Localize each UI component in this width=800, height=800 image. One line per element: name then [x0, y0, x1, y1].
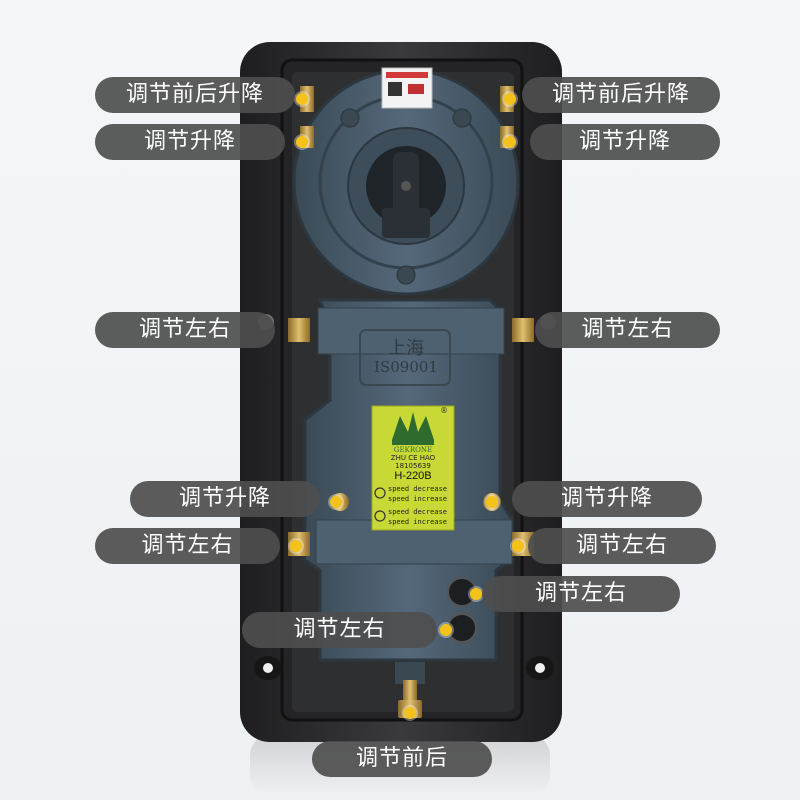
sticker-speed-decrease-1: speed decrease [388, 485, 448, 493]
sticker-speed-decrease-2: speed decrease [388, 508, 448, 516]
label-adjust-left-right-left: 调节左右 [95, 312, 275, 348]
indicator-dot [440, 624, 452, 636]
indicator-dot [486, 496, 498, 508]
sticker-reg-number: 18105639 [395, 462, 431, 470]
sticker-speed-increase-1: speed increase [388, 495, 448, 503]
label-adjust-left-right-lower-right: 调节左右 [528, 528, 716, 564]
label-adjust-lift-right: 调节升降 [530, 124, 720, 160]
sticker-model: H-220B [394, 470, 432, 482]
sticker-speed-increase-2: speed increase [388, 518, 448, 526]
label-adjust-front-back-lift-left: 调节前后升降 [95, 77, 295, 113]
label-adjust-left-right-lower-left: 调节左右 [95, 528, 280, 564]
label-adjust-left-right-knob-right: 调节左右 [482, 576, 680, 612]
label-adjust-front-back: 调节前后 [312, 741, 492, 777]
label-adjust-lift-lower-left: 调节升降 [130, 481, 320, 517]
sticker-registered: ® [440, 406, 448, 415]
sticker-brand: GEKRONE [393, 446, 433, 454]
indicator-dot [290, 540, 302, 552]
sticker-zhu-ce-hao: ZHU CE HAO [390, 454, 436, 462]
indicator-dot [512, 540, 524, 552]
casting-city: 上海 [388, 338, 424, 359]
indicator-dot [504, 136, 516, 148]
casting-iso: IS09001 [374, 358, 438, 376]
label-adjust-front-back-lift-right: 调节前后升降 [522, 77, 720, 113]
indicator-dot [296, 93, 308, 105]
label-adjust-left-right-right: 调节左右 [535, 312, 720, 348]
indicator-dot [470, 588, 482, 600]
indicator-dot [504, 93, 516, 105]
label-adjust-lift-lower-right: 调节升降 [512, 481, 702, 517]
indicator-dot [404, 707, 416, 719]
label-adjust-left-right-knob-left: 调节左右 [242, 612, 437, 648]
indicator-dot [296, 136, 308, 148]
indicator-dot [330, 496, 342, 508]
label-adjust-lift-left: 调节升降 [95, 124, 285, 160]
